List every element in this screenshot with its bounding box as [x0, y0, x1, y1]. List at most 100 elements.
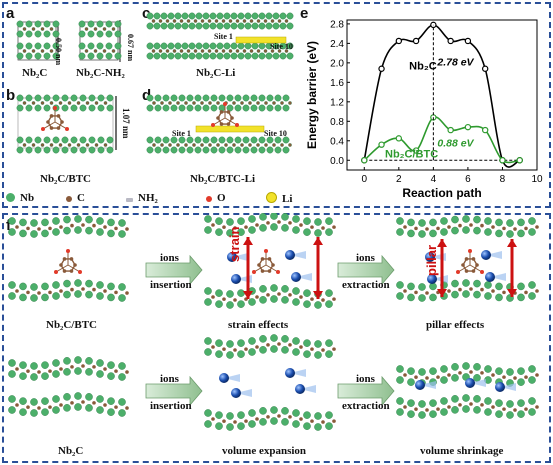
legend-item: NH₂	[126, 192, 158, 204]
nb-atom	[528, 397, 536, 405]
nb-atom	[258, 22, 266, 30]
c-atom	[233, 348, 237, 352]
nb-atom	[30, 294, 38, 302]
c-atom	[70, 223, 74, 228]
nb-atom	[52, 406, 60, 414]
nb-atom	[440, 217, 448, 225]
ion	[427, 274, 437, 284]
process-arrow	[337, 375, 395, 407]
c-atom	[62, 269, 67, 273]
nb-atom	[484, 365, 492, 373]
o-atom	[480, 270, 484, 274]
nb-atom	[528, 376, 536, 384]
c-atom	[458, 223, 462, 228]
x-tick-label: 8	[500, 174, 506, 185]
nb-atom	[270, 295, 278, 303]
structure-illustrations	[16, 12, 294, 154]
c-atom	[332, 297, 336, 301]
nb-atom	[96, 20, 104, 28]
y-tick-label: 2.0	[330, 58, 344, 69]
nb-atom	[258, 52, 266, 60]
nb-atom	[88, 136, 96, 144]
nb-atom	[279, 12, 287, 20]
c-atom	[31, 143, 36, 147]
nb-atom	[248, 337, 256, 345]
nb-atom	[74, 392, 82, 400]
c-atom	[513, 408, 517, 412]
nb-atom	[218, 136, 226, 144]
c-atom	[256, 101, 260, 105]
nb-atom	[462, 279, 470, 287]
nb-atom	[274, 146, 282, 154]
nb-atom	[195, 22, 203, 30]
caption-row1-left: Nb₂C/BTC	[46, 319, 97, 331]
nb-atom	[325, 300, 333, 308]
c-atom	[502, 226, 506, 231]
series-label: Nb₂C	[409, 61, 437, 73]
nb-atom	[396, 281, 404, 289]
nb-atom	[118, 398, 126, 406]
c-atom	[81, 400, 85, 404]
nb-atom	[210, 94, 218, 102]
arrow-label-ions: ions	[160, 252, 179, 264]
nb-atom	[292, 409, 300, 417]
nb-atom	[202, 104, 210, 112]
nb-atom	[160, 12, 168, 20]
nb-atom	[325, 217, 333, 225]
nb-atom	[52, 136, 60, 144]
process-arrow	[145, 254, 203, 286]
c-atom	[49, 27, 54, 31]
o-atom	[235, 123, 239, 127]
data-point	[464, 123, 472, 131]
nb-atom	[407, 378, 415, 386]
c-atom	[436, 226, 440, 231]
c-atom	[56, 126, 61, 130]
nb-atom	[186, 104, 194, 112]
c-atom	[535, 373, 539, 377]
nb-atom	[272, 52, 280, 60]
data-point	[516, 157, 523, 164]
nb-atom	[174, 22, 182, 30]
nb-atom	[244, 22, 252, 30]
nb-atom	[418, 294, 426, 302]
c-atom	[160, 143, 164, 147]
nb-atom	[154, 146, 162, 154]
nb-atom	[282, 136, 290, 144]
nb-atom	[314, 229, 322, 237]
c-atom	[93, 49, 98, 53]
nb-atom	[79, 136, 87, 144]
c-atom	[40, 101, 45, 105]
c-atom	[125, 370, 129, 374]
nb-atom	[451, 363, 459, 371]
c-atom	[284, 49, 289, 53]
nb-atom	[258, 42, 266, 50]
nb-atom	[204, 287, 212, 295]
c-atom	[491, 289, 495, 293]
nb-atom	[118, 362, 126, 370]
ion-trail	[290, 369, 306, 377]
nb-atom	[186, 146, 194, 154]
nb-atom	[270, 334, 278, 342]
data-point	[481, 126, 489, 134]
nb-atom	[209, 22, 217, 30]
nb-atom	[407, 399, 415, 407]
nb-atom	[216, 42, 224, 50]
nb-atom	[178, 146, 186, 154]
btc-bond	[224, 117, 238, 126]
strain-arrowhead	[507, 239, 517, 247]
nb-atom	[506, 368, 514, 376]
nb-atom	[85, 279, 93, 288]
nb-atom	[96, 30, 104, 38]
c-atom	[48, 369, 52, 373]
nb-atom	[237, 300, 245, 308]
nb-atom	[210, 146, 218, 154]
nb-atom	[451, 290, 459, 299]
c-atom	[288, 143, 292, 147]
x-tick-label: 6	[465, 174, 471, 185]
btc-bond	[67, 264, 81, 273]
nb-atom	[16, 20, 24, 28]
btc-bond	[55, 264, 69, 273]
nb-atom	[41, 372, 49, 380]
nb-atom	[97, 146, 105, 154]
